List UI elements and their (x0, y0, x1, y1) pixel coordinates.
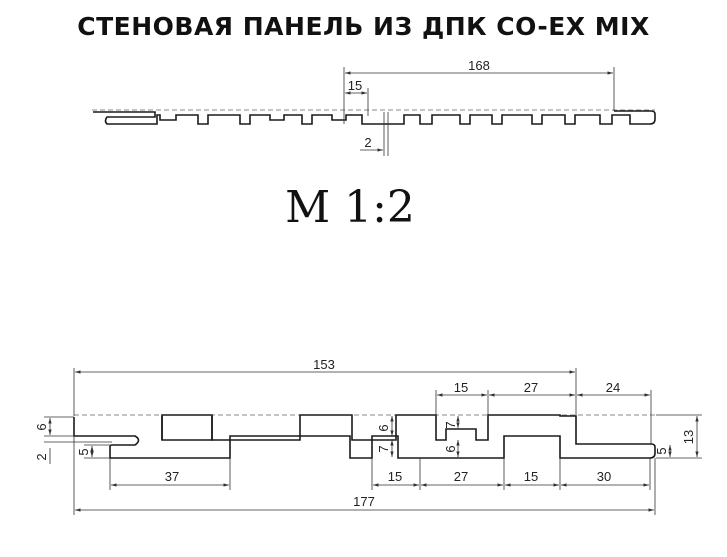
dim-mid-7-label: 7 (376, 445, 391, 452)
dim-bot-15b-label: 15 (524, 469, 538, 484)
small-profile: 168 15 2 (92, 58, 656, 156)
page-title: СТЕНОВАЯ ПАНЕЛЬ ИЗ ДПК CO-EX MIX (77, 12, 650, 41)
dim-bot-27-label: 27 (454, 469, 468, 484)
large-profile-inner-groove (161, 416, 213, 441)
dim-mid2-7-label: 7 (443, 421, 458, 428)
dim-2-label: 2 (364, 135, 371, 150)
dim-177-label: 177 (353, 494, 375, 509)
dim-left-6-label: 6 (34, 423, 49, 430)
dim-168-label: 168 (468, 58, 490, 73)
dim-15-label: 15 (348, 78, 362, 93)
dim-bot-15a-label: 15 (388, 469, 402, 484)
dim-left-2-label: 2 (34, 453, 49, 460)
large-profile-outline (73, 414, 656, 459)
dim-mid-6-label: 6 (376, 424, 391, 431)
dim-right-5-label: 5 (654, 447, 669, 454)
dim-bot-30-label: 30 (597, 469, 611, 484)
small-profile-outline (93, 110, 656, 125)
dim-left-5-label: 5 (76, 448, 91, 455)
dim-mid2-6-label: 6 (443, 445, 458, 452)
large-profile: 153 15 27 24 6 2 5 6 7 6 7 (34, 357, 702, 515)
dim-153-label: 153 (313, 357, 335, 372)
dim-top-24-label: 24 (606, 380, 620, 395)
dim-top-27-label: 27 (524, 380, 538, 395)
dim-top-15-label: 15 (454, 380, 468, 395)
scale-label: М 1:2 (285, 182, 415, 233)
dim-right-13-label: 13 (681, 430, 696, 444)
dim-bot-37-label: 37 (165, 469, 179, 484)
